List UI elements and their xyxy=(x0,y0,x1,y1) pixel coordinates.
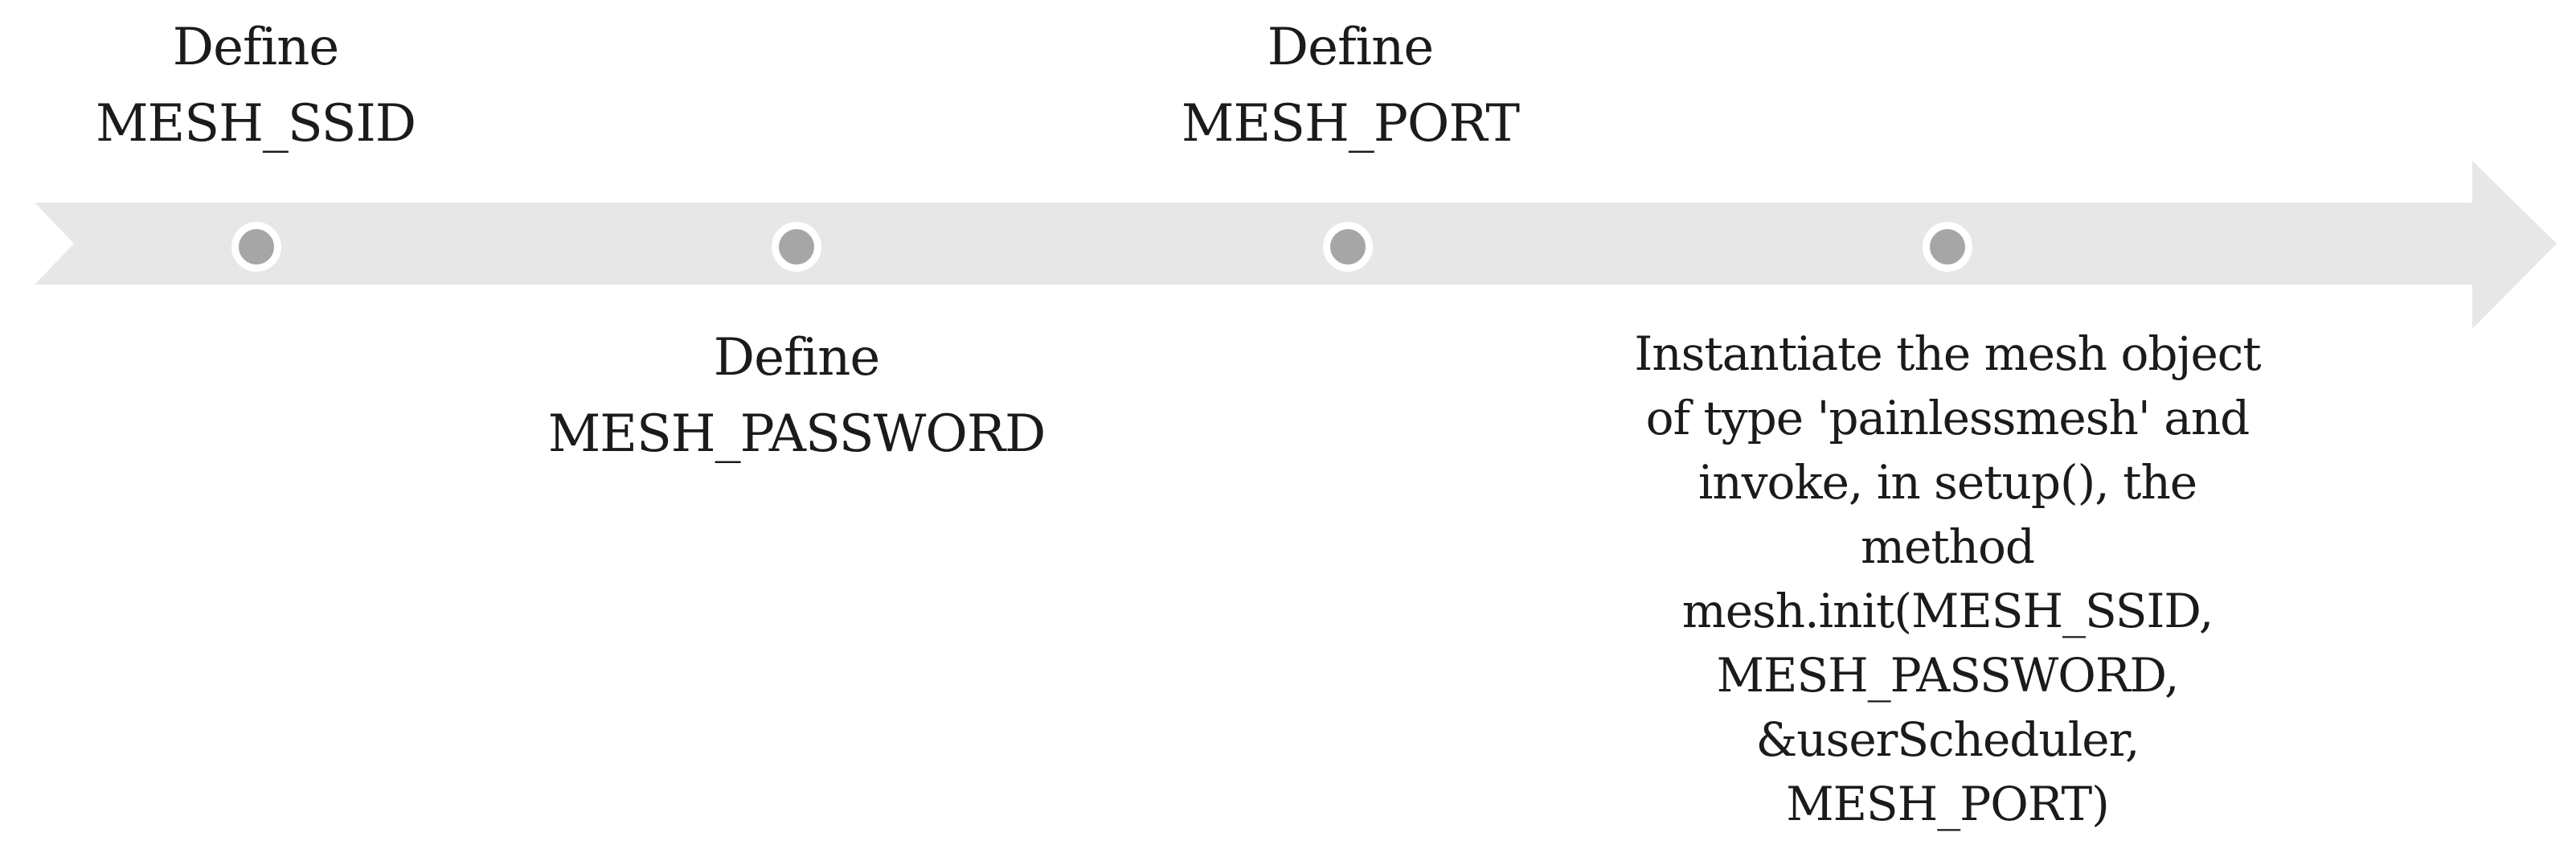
milestone-dot-4 xyxy=(1923,222,1972,272)
milestone-dot-3 xyxy=(1323,222,1373,272)
milestone-label-define-mesh-password: Define MESH_PASSWORD xyxy=(547,328,1046,464)
milestone-dot-1 xyxy=(231,222,281,272)
milestone-label-define-mesh-ssid: Define MESH_SSID xyxy=(95,18,416,154)
milestone-label-define-mesh-port: Define MESH_PORT xyxy=(1181,18,1520,154)
milestone-label-instantiate-mesh-object: Instantiate the mesh object of type 'pai… xyxy=(1634,326,2261,831)
timeline-arrow-shape xyxy=(35,161,2557,329)
milestone-dot-2 xyxy=(772,222,821,272)
